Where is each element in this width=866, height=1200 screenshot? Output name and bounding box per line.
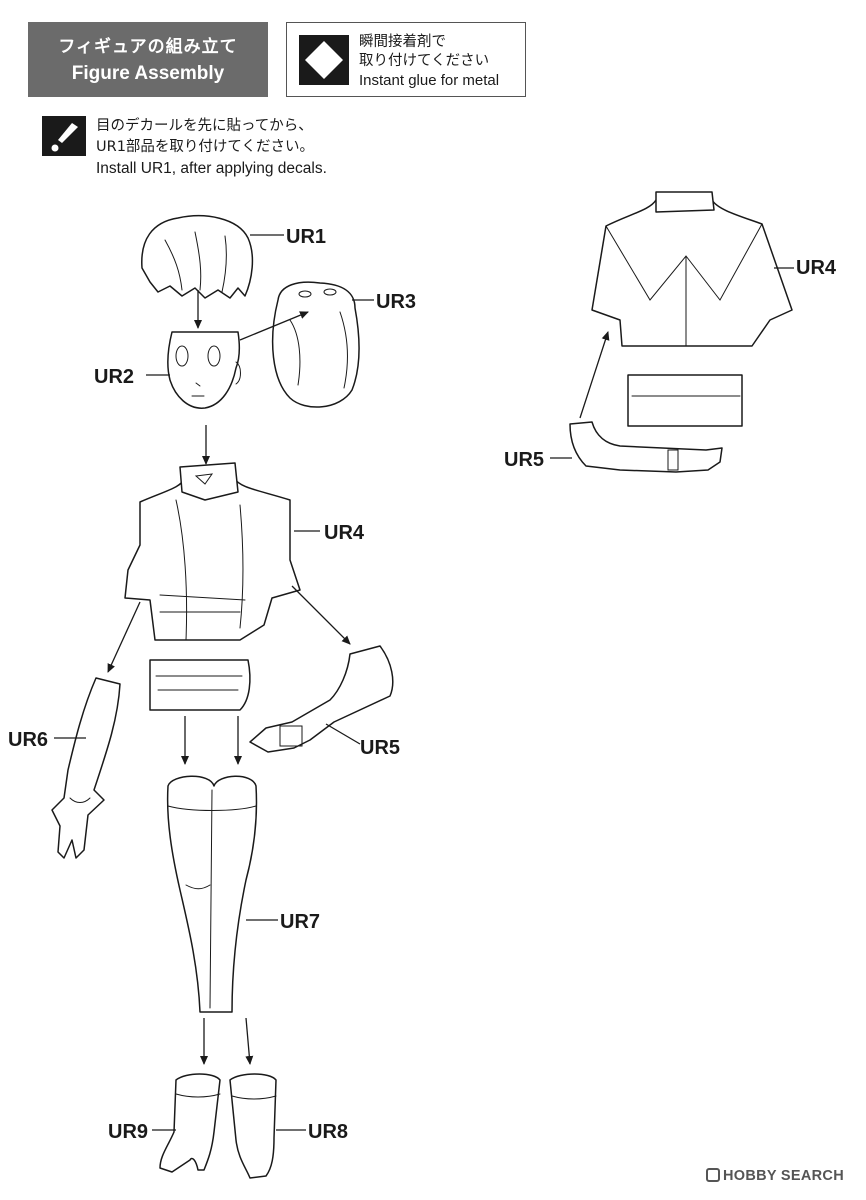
watermark: HOBBY SEARCH [706, 1168, 844, 1184]
label-ur2: UR2 [94, 366, 134, 388]
label-ur1: UR1 [286, 226, 326, 248]
label-ur5: UR5 [360, 737, 400, 759]
glue-line-3: Instant glue for metal [359, 72, 500, 89]
label-ur9: UR9 [108, 1121, 148, 1143]
assembly-note: 目のデカールを先に貼ってから、 UR1部品を取り付けてください。 Install… [96, 116, 327, 179]
label-ur3: UR3 [376, 291, 416, 313]
label-ur4: UR4 [324, 522, 365, 544]
glue-line-1: 瞬間接着剤で [359, 34, 446, 50]
label-ur8: UR8 [308, 1121, 348, 1143]
glue-line-2: 取り付けてください [359, 53, 490, 69]
exclamation-note-icon [42, 116, 86, 156]
label-ur5-back: UR5 [504, 449, 544, 471]
section-title-jp: フィギュアの組み立て [58, 37, 238, 57]
watermark-text: HOBBY SEARCH [723, 1168, 844, 1184]
arm-part-ur6 [51, 677, 121, 859]
arm-back-part-ur5 [550, 421, 723, 473]
label-ur6: UR6 [8, 729, 48, 751]
legs-part-ur7 [166, 775, 278, 1013]
hair-part-ur1 [141, 215, 284, 299]
section-title: フィギュアの組み立て Figure Assembly [28, 22, 268, 97]
section-title-en: Figure Assembly [71, 63, 225, 84]
note-line-2: UR1部品を取り付けてください。 [96, 139, 314, 155]
torso-back-part-ur4 [591, 191, 794, 427]
label-ur4-back: UR4 [796, 257, 837, 279]
diamond-glue-icon [299, 35, 349, 85]
glue-legend: 瞬間接着剤で 取り付けてください Instant glue for metal [286, 22, 526, 97]
arm-part-ur5 [249, 645, 394, 753]
label-ur7: UR7 [280, 911, 320, 933]
note-line-1: 目のデカールを先に貼ってから、 [96, 118, 313, 134]
torso-part-ur4 [124, 462, 320, 711]
note-line-3: Install UR1, after applying decals. [96, 160, 327, 177]
boot-part-ur8 [229, 1073, 306, 1179]
boot-part-ur9 [152, 1073, 221, 1173]
head-back-part-ur3 [271, 281, 374, 408]
watermark-logo-icon [706, 1168, 720, 1182]
head-part-ur2 [146, 331, 241, 409]
